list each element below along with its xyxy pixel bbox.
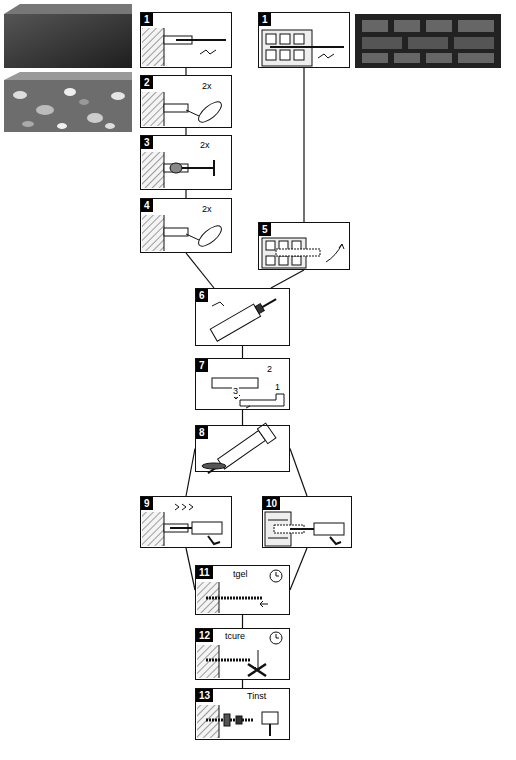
step-number: 6 bbox=[196, 289, 208, 302]
step-box: 12 tcure bbox=[195, 628, 290, 680]
step-note: 2x bbox=[201, 82, 213, 92]
step-box: 2 2x bbox=[140, 75, 232, 128]
step-box: 5 bbox=[258, 222, 350, 270]
step-number: 11 bbox=[196, 566, 213, 579]
step-note: 1 bbox=[274, 383, 281, 393]
step-number: 4 bbox=[141, 199, 153, 212]
step-note: 3 bbox=[232, 387, 239, 397]
flow-line bbox=[242, 615, 243, 628]
step-number: 7 bbox=[196, 359, 208, 372]
step-number: 9 bbox=[141, 497, 153, 510]
step-note: tgel bbox=[232, 570, 249, 580]
flow-line bbox=[242, 410, 243, 425]
step-box: 9 bbox=[140, 496, 232, 548]
flow-line bbox=[186, 253, 214, 288]
step-number: 13 bbox=[196, 689, 213, 702]
step-box: 4 2x bbox=[140, 198, 232, 253]
step-box: 6 bbox=[195, 288, 290, 346]
flow-line bbox=[290, 548, 307, 590]
step-box: 3 2x bbox=[140, 135, 232, 190]
flow-line bbox=[242, 346, 243, 358]
step-box: 1 bbox=[140, 12, 232, 68]
step-note: 2x bbox=[201, 205, 213, 215]
flow-line bbox=[185, 68, 186, 75]
step-number: 2 bbox=[141, 76, 153, 89]
flow-line bbox=[303, 68, 304, 222]
step-number: 5 bbox=[259, 223, 271, 236]
step-box: 13 Tinst bbox=[195, 688, 290, 740]
step-note: 2x bbox=[199, 141, 211, 151]
step-number: 3 bbox=[141, 136, 153, 149]
step-number: 10 bbox=[263, 497, 280, 510]
flow-line bbox=[290, 449, 307, 497]
step-box: 11 tgel bbox=[195, 565, 290, 615]
step-box: 10 bbox=[262, 496, 352, 548]
step-number: 1 bbox=[141, 13, 153, 26]
flow-line bbox=[271, 270, 304, 288]
flow-line bbox=[242, 680, 243, 688]
flow-line bbox=[185, 128, 186, 135]
step-note: 2 bbox=[266, 365, 273, 375]
step-note: tcure bbox=[224, 632, 246, 642]
flow-line bbox=[186, 548, 195, 590]
step-box: 1 bbox=[258, 12, 350, 68]
solid-material-photo bbox=[4, 4, 132, 68]
step-note: Tinst bbox=[246, 692, 267, 702]
step-number: 12 bbox=[196, 629, 213, 642]
step-number: 8 bbox=[196, 426, 208, 439]
concrete-photo bbox=[4, 72, 132, 132]
step-box: 8 bbox=[195, 425, 290, 472]
flow-line bbox=[186, 449, 195, 497]
step-box: 7 3 21 bbox=[195, 358, 290, 410]
flow-line bbox=[185, 190, 186, 198]
hollow-brick-photo bbox=[355, 14, 501, 68]
step-number: 1 bbox=[259, 13, 271, 26]
